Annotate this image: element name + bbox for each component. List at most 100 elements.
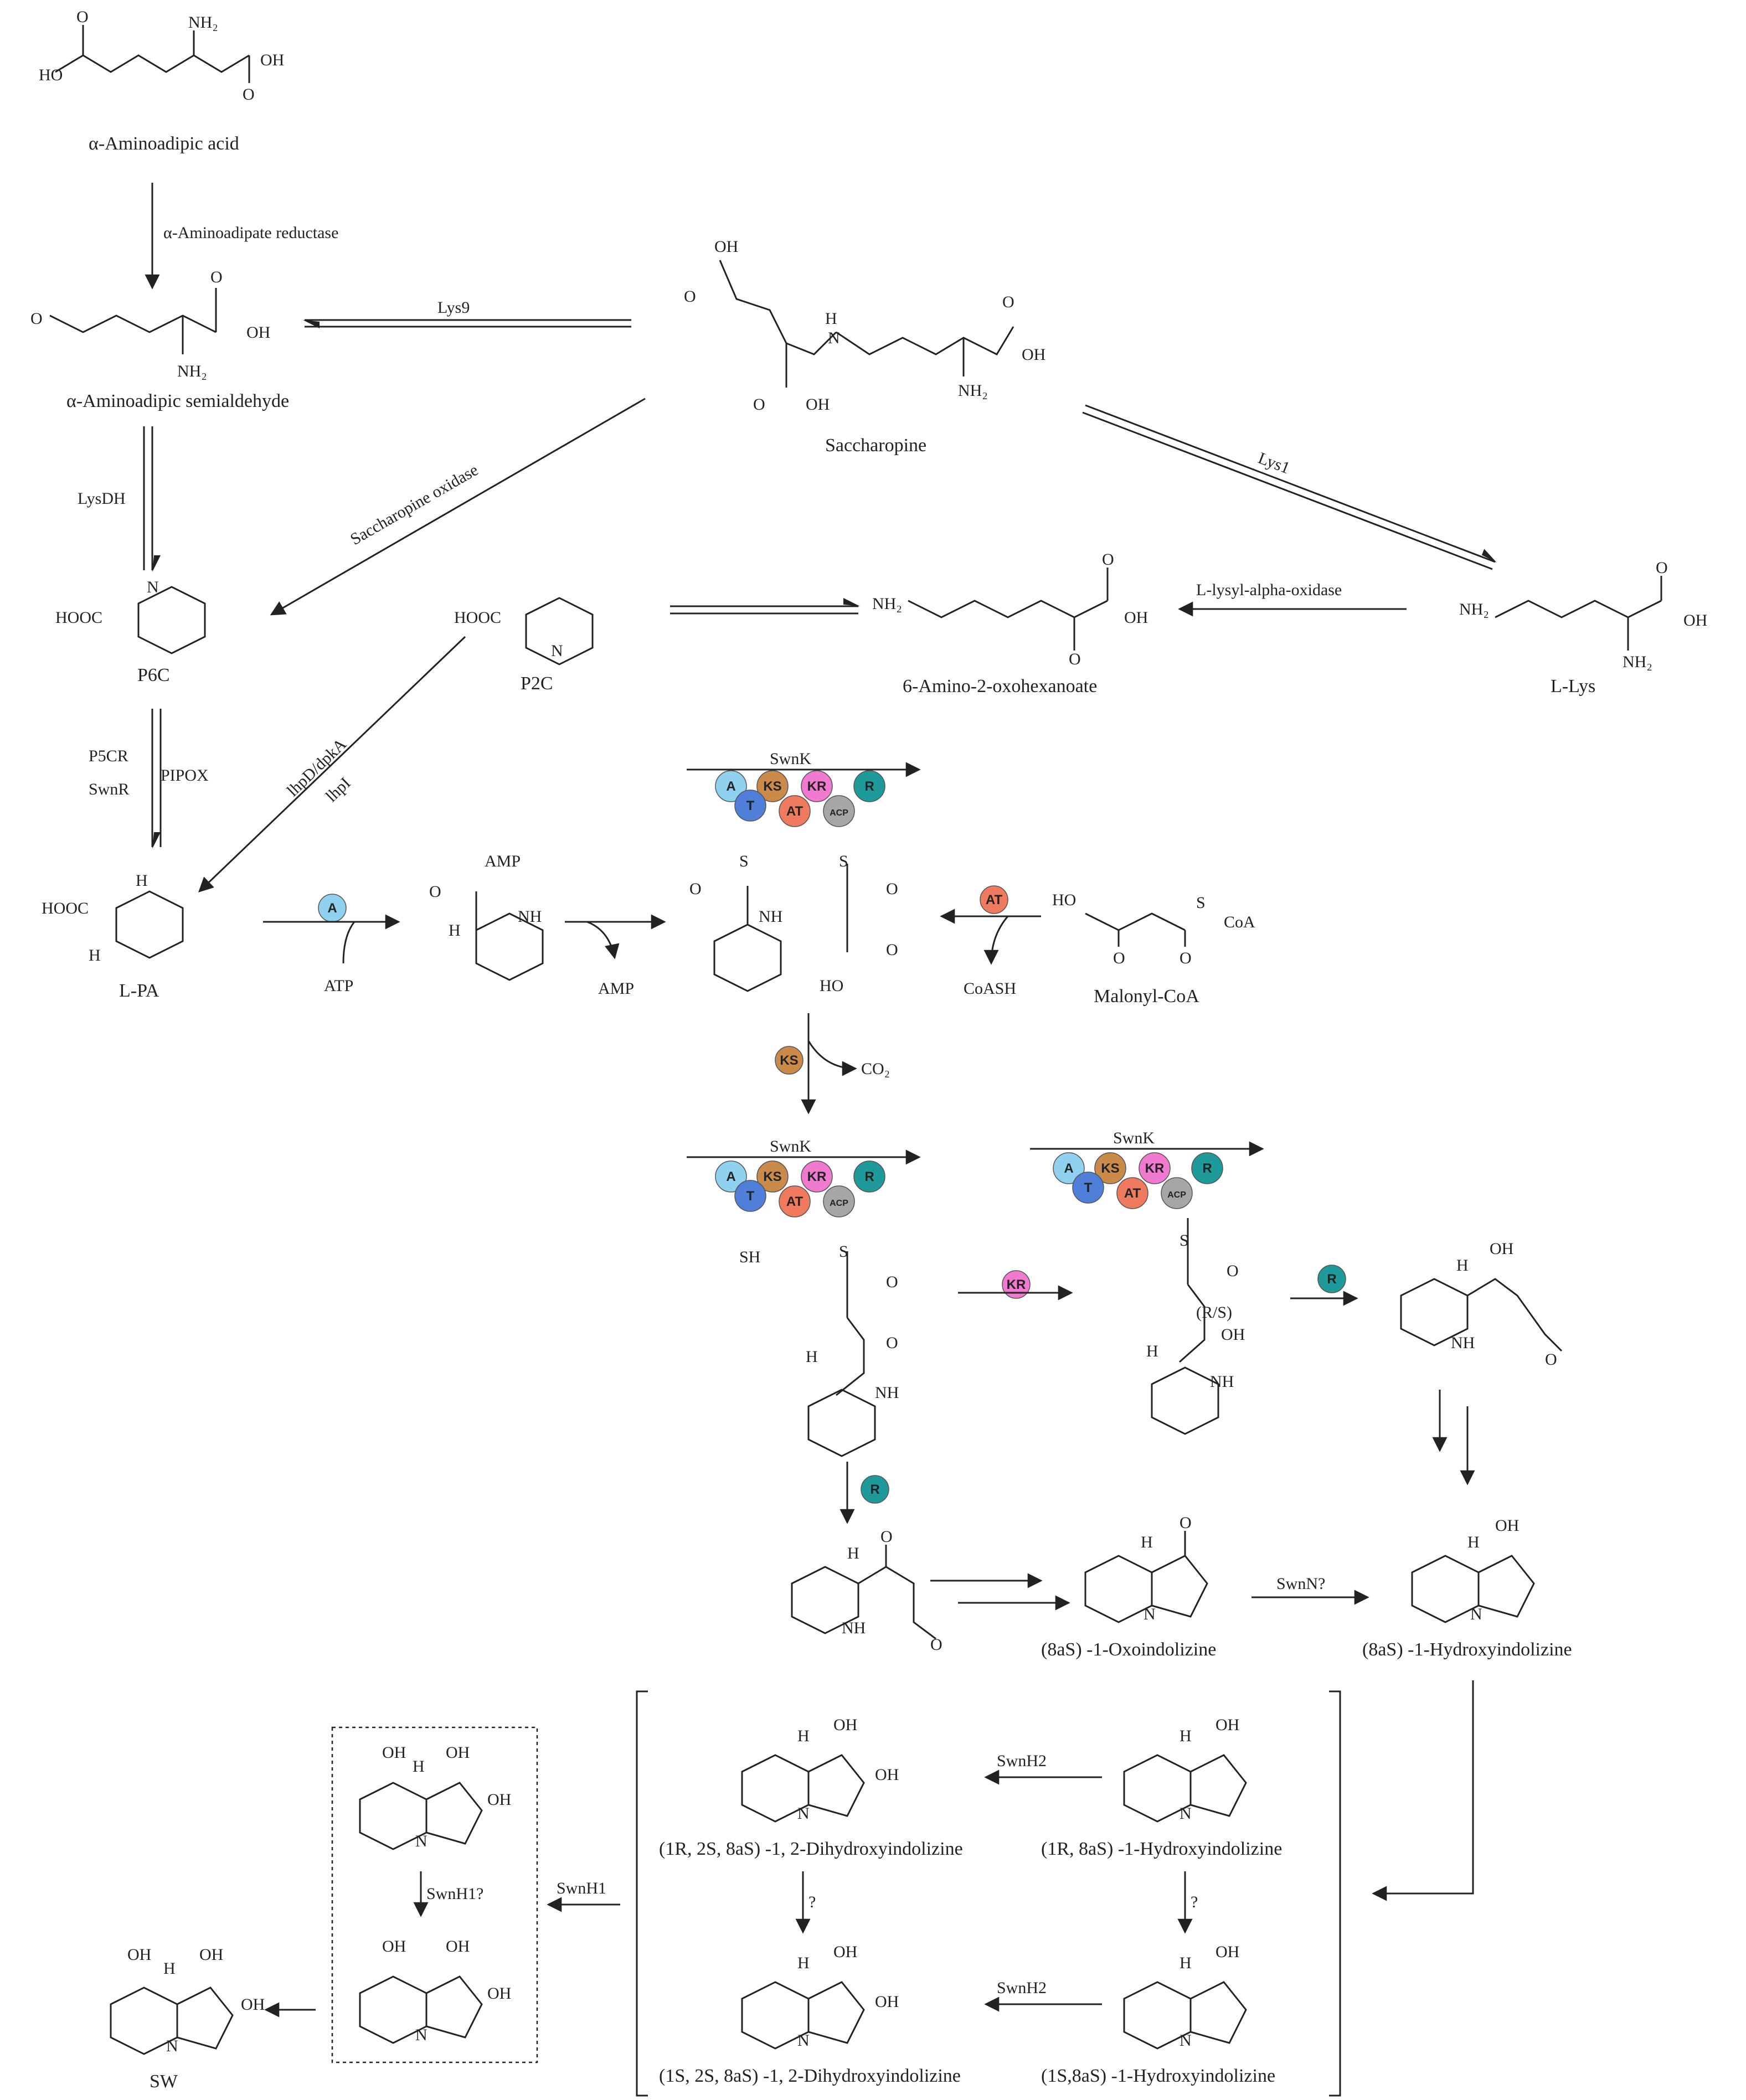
cofactor-atp: ATP	[324, 977, 353, 995]
atom-oh: OH	[446, 1937, 470, 1955]
trihydroxy-structure-2: OH OH OH N	[359, 1937, 511, 2044]
label-saccharopine: Saccharopine	[825, 435, 926, 456]
atom-o: O	[1656, 559, 1668, 577]
svg-text:ACP: ACP	[1167, 1190, 1186, 1200]
cofactor-amp: AMP	[598, 979, 634, 998]
svg-text:R: R	[864, 779, 874, 794]
atom-o: O	[689, 880, 702, 898]
atom-n: N	[415, 1832, 428, 1850]
enzyme-aar: α-Aminoadipate reductase	[163, 224, 338, 242]
atom-nh2: NH₂	[958, 381, 988, 400]
enzyme-lysyl-oxidase: L-lysyl-alpha-oxidase	[1196, 581, 1342, 599]
label-amino-oxohexanoate: 6-Amino-2-oxohexanoate	[903, 676, 1097, 696]
domain-acp: ACP	[1161, 1177, 1193, 1209]
atom-o: O	[684, 287, 696, 306]
enzyme-swnh2-top: SwnH2	[997, 1752, 1047, 1770]
hydroxy-aldehyde-structure: OH H NH O	[1400, 1240, 1563, 1369]
atom-o: O	[1180, 949, 1192, 967]
atom-o: O	[1545, 1350, 1557, 1369]
atom-n: N	[166, 2037, 178, 2055]
atom-cooh: HOOC	[42, 899, 89, 917]
svg-text:A: A	[726, 1169, 735, 1184]
enzyme-swnh1: SwnH1	[557, 1879, 606, 1897]
atom-o: O	[30, 309, 43, 328]
label-p6c: P6C	[137, 665, 170, 685]
label-aminoadipic-semialdehyde: α-Aminoadipic semialdehyde	[66, 391, 289, 411]
atom-n: N	[1180, 2031, 1192, 2050]
amino-oxohexanoate-structure: NH₂ O OH O	[872, 550, 1148, 668]
dihydroxy-1s2s-structure: OH OH H N	[741, 1943, 899, 2050]
bracket-left	[636, 1690, 648, 2097]
svg-text:KR: KR	[807, 1169, 827, 1184]
domain-acp: ACP	[823, 1185, 855, 1217]
domain-kr: KR	[1139, 1152, 1171, 1184]
amp-pipecolate-structure: AMP O H NH	[429, 852, 544, 981]
atom-o: O	[886, 1334, 898, 1352]
domain-r: R	[861, 1475, 889, 1504]
enzyme-pipox: PIPOX	[161, 766, 209, 785]
domain-t: T	[734, 1180, 766, 1212]
atom-rs: (R/S)	[1196, 1303, 1232, 1322]
atom-h: H	[1180, 1954, 1192, 1972]
atom-o: O	[1102, 550, 1114, 569]
label-dihydroxy-1r2s: (1R, 2S, 8aS) -1, 2-Dihydroxyindolizine	[659, 1839, 963, 1859]
atom-n: N	[797, 1804, 810, 1823]
svg-text:T: T	[746, 1189, 755, 1204]
atom-ho: HO	[1052, 891, 1076, 909]
domain-r: R	[853, 1160, 885, 1193]
atom-h: H	[797, 1727, 810, 1745]
atom-n: N	[415, 2026, 428, 2044]
atom-nh2: NH₂	[872, 595, 902, 613]
atom-s: S	[1180, 1231, 1189, 1250]
domain-t: T	[734, 790, 766, 822]
keto-aldehyde-structure: H O NH O	[791, 1528, 942, 1654]
atom-s: S	[839, 852, 848, 870]
label-l-lys: L-Lys	[1551, 676, 1595, 696]
atom-oh: OH	[199, 1946, 223, 1964]
atom-h: H	[413, 1757, 425, 1776]
atom-amp: AMP	[485, 852, 521, 870]
atom-oh: OH	[875, 1766, 899, 1784]
swnk-cluster-1: SwnK	[687, 750, 921, 777]
atom-cooh: HOOC	[454, 608, 501, 627]
atom-oh: OH	[1215, 1943, 1239, 1961]
svg-text:R: R	[1327, 1272, 1336, 1287]
atom-oh: OH	[241, 1995, 265, 2014]
atom-n: N	[1470, 1605, 1482, 1623]
swnk-label: SwnK	[1113, 1129, 1155, 1147]
atom-oh: OH	[1215, 1716, 1239, 1734]
atom-oh: OH	[1495, 1516, 1519, 1535]
atom-h: H	[1146, 1342, 1158, 1360]
atom-oh: OH	[446, 1743, 470, 1762]
atom-o: O	[1069, 650, 1081, 668]
atom-o: O	[210, 268, 223, 286]
atom-o: O	[243, 85, 255, 104]
domain-ks: KS	[775, 1046, 804, 1075]
saccharopine-structure: OH O H N O OH NH₂ O OH	[684, 238, 1045, 414]
atom-h: H	[1141, 1533, 1153, 1551]
atom-n: N	[797, 2031, 810, 2050]
atom-nh2: NH₂	[177, 362, 207, 380]
domain-acp: ACP	[823, 795, 855, 827]
svg-text:ACP: ACP	[830, 1199, 848, 1208]
aminoadipic-semialdehyde-structure: O O OH NH₂	[30, 268, 270, 380]
atom-h: H	[825, 309, 837, 328]
atom-o: O	[1227, 1262, 1239, 1280]
arrow-lhpd	[198, 636, 466, 892]
atom-oh: OH	[833, 1943, 857, 1961]
label-hydroxy-1r: (1R, 8aS) -1-Hydroxyindolizine	[1041, 1839, 1282, 1859]
reaction-arrows: α-Aminoadipate reductase Lys9 Lys1 LysDH…	[78, 183, 1497, 2018]
atom-h: H	[797, 1954, 810, 1972]
domain-kr: KR	[801, 770, 833, 802]
svg-text:KS: KS	[1101, 1161, 1119, 1176]
atom-h: H	[847, 1544, 859, 1562]
atom-oh: OH	[875, 1993, 899, 2011]
svg-text:R: R	[1202, 1161, 1212, 1176]
domain-kr: KR	[801, 1160, 833, 1193]
svg-text:KS: KS	[763, 779, 781, 794]
domain-kr: KR	[1002, 1270, 1031, 1299]
atom-o: O	[76, 8, 89, 26]
atom-h: H	[89, 946, 101, 964]
label-oxoindolizine: (8aS) -1-Oxoindolizine	[1041, 1639, 1216, 1660]
atom-oh: OH	[833, 1716, 857, 1734]
